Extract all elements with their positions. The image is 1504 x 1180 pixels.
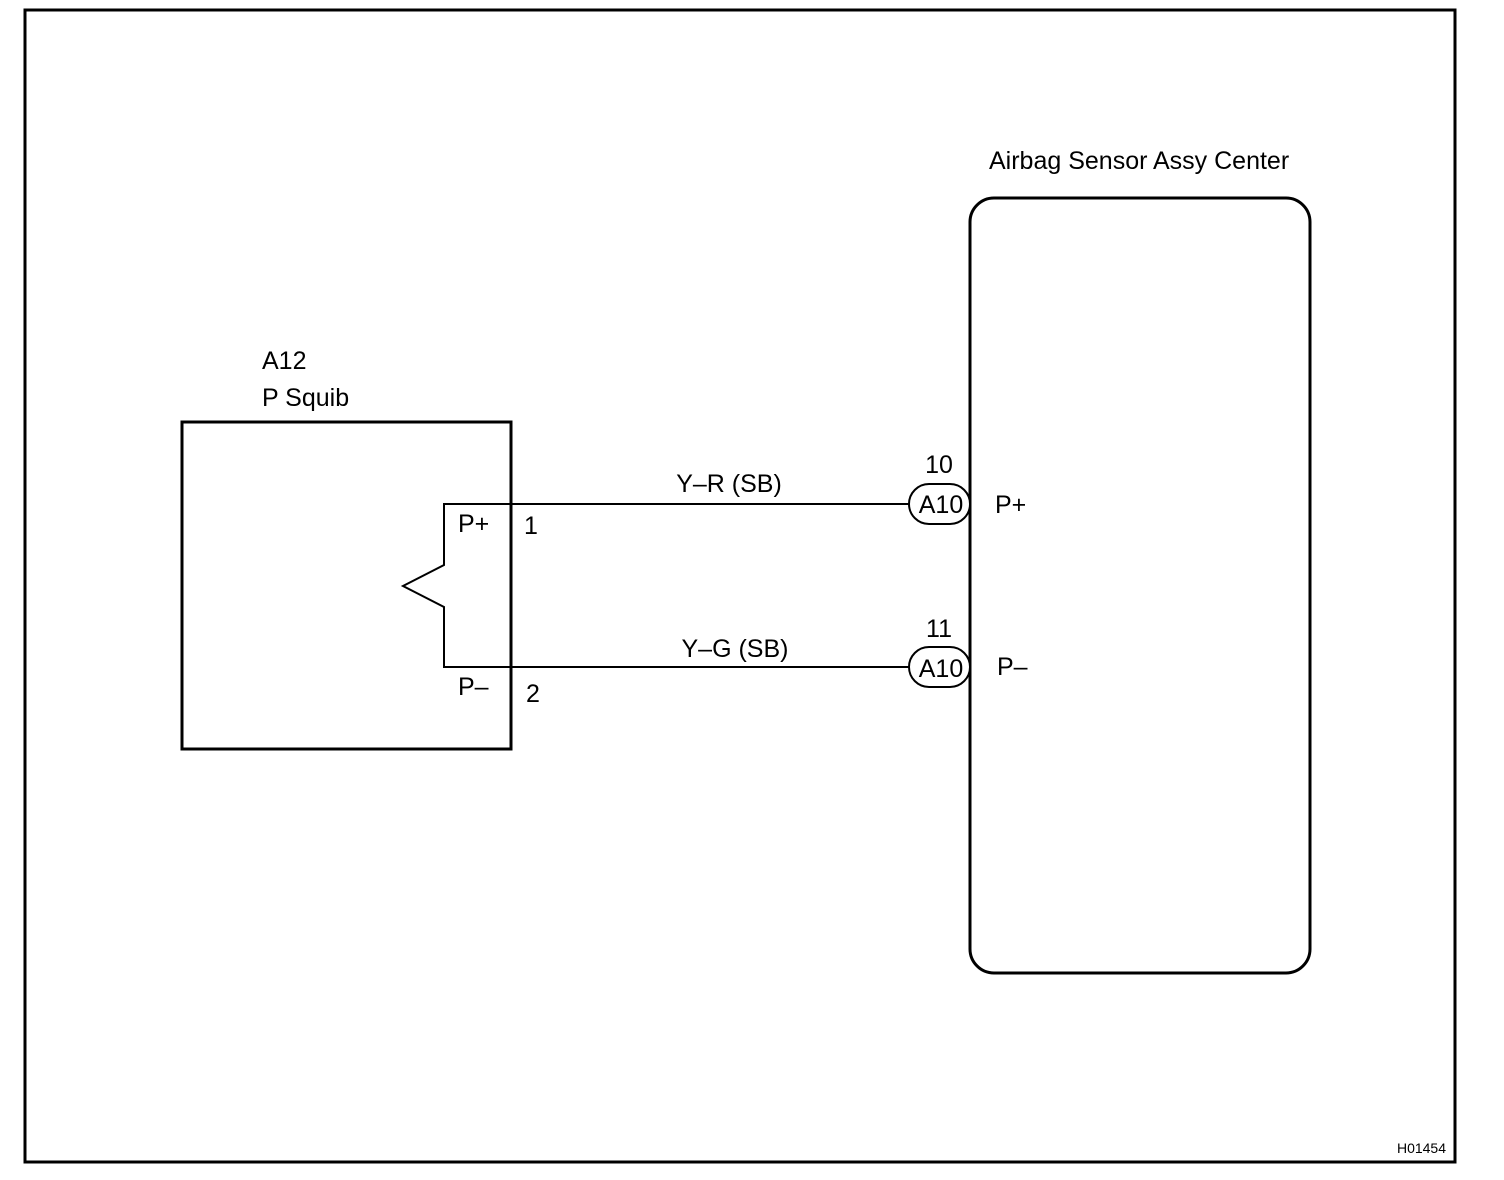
wire-y-g: Y–G (SB): [511, 635, 909, 668]
wire-color-code-negative: Y–G (SB): [682, 635, 789, 663]
connector-code-pin-10: A10: [919, 491, 963, 519]
wire-y-r: Y–R (SB): [511, 470, 909, 505]
sensor-pin-number-10: 10: [925, 451, 953, 479]
sensor-pin-label-negative: P–: [997, 653, 1028, 681]
airbag-sensor-component: Airbag Sensor Assy Center 10 A10 P+ 11 A…: [908, 147, 1312, 975]
p-squib-component: A12 P Squib P+ 1 P– 2: [180, 347, 540, 751]
squib-element-symbol: [400, 503, 511, 668]
squib-pin-number-2: 2: [526, 680, 540, 708]
figure-id: H01454: [1397, 1140, 1446, 1156]
diagram-frame: [23, 8, 1457, 1164]
squib-name: P Squib: [262, 384, 349, 412]
wire-color-code-positive: Y–R (SB): [676, 470, 782, 498]
sensor-name: Airbag Sensor Assy Center: [989, 147, 1289, 175]
squib-code: A12: [262, 347, 306, 375]
connector-badge-pin-10: [908, 483, 971, 525]
sensor-pin-label-positive: P+: [995, 491, 1026, 519]
connector-badge-pin-11: [908, 646, 971, 688]
connector-code-pin-11: A10: [919, 655, 963, 683]
squib-pin-number-1: 1: [524, 512, 538, 540]
sensor-box: [968, 196, 1312, 975]
sensor-pin-number-11: 11: [926, 615, 952, 643]
squib-box: [180, 420, 513, 751]
squib-pin-label-positive: P+: [458, 510, 489, 538]
squib-pin-label-negative: P–: [458, 673, 489, 701]
